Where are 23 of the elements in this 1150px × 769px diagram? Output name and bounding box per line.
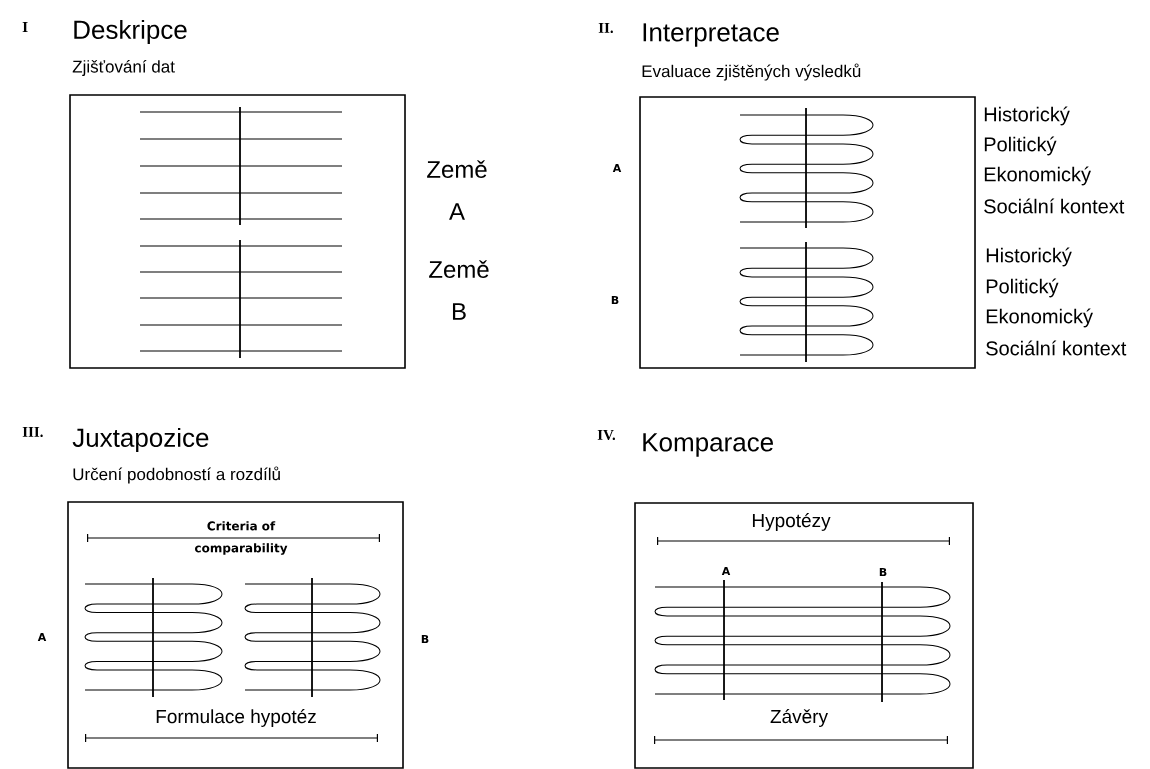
bracket-label: Formulace hypotéz <box>156 709 316 727</box>
bracket-label: Hypotézy <box>752 513 831 531</box>
subheading: Evaluace zjištěných výsledků <box>642 63 861 81</box>
country-label: Země B <box>429 260 489 320</box>
roman-numeral: I <box>22 22 28 32</box>
roman-numeral: II. <box>598 23 613 34</box>
roman-numeral: IV. <box>597 430 616 440</box>
bracket-label: Criteria of comparability <box>195 521 288 555</box>
roman-numeral: III. <box>22 427 43 438</box>
country-label: Země A <box>427 160 487 220</box>
letter-label: A <box>37 633 47 641</box>
letter-label: B <box>421 635 429 643</box>
letter-label: A <box>721 567 731 575</box>
subheading: Zjišťování dat <box>72 60 175 77</box>
heading: Juxtapozice <box>72 427 209 453</box>
bracket-label: Závěry <box>770 709 828 727</box>
letter-label: A <box>612 164 622 172</box>
heading: Interpretace <box>643 23 779 47</box>
letter-label: B <box>611 296 619 304</box>
heading: Komparace <box>643 433 773 457</box>
letter-label: B <box>879 568 887 576</box>
subheading: Určení podobností a rozdílů <box>73 466 280 484</box>
heading: Deskripce <box>74 19 187 45</box>
